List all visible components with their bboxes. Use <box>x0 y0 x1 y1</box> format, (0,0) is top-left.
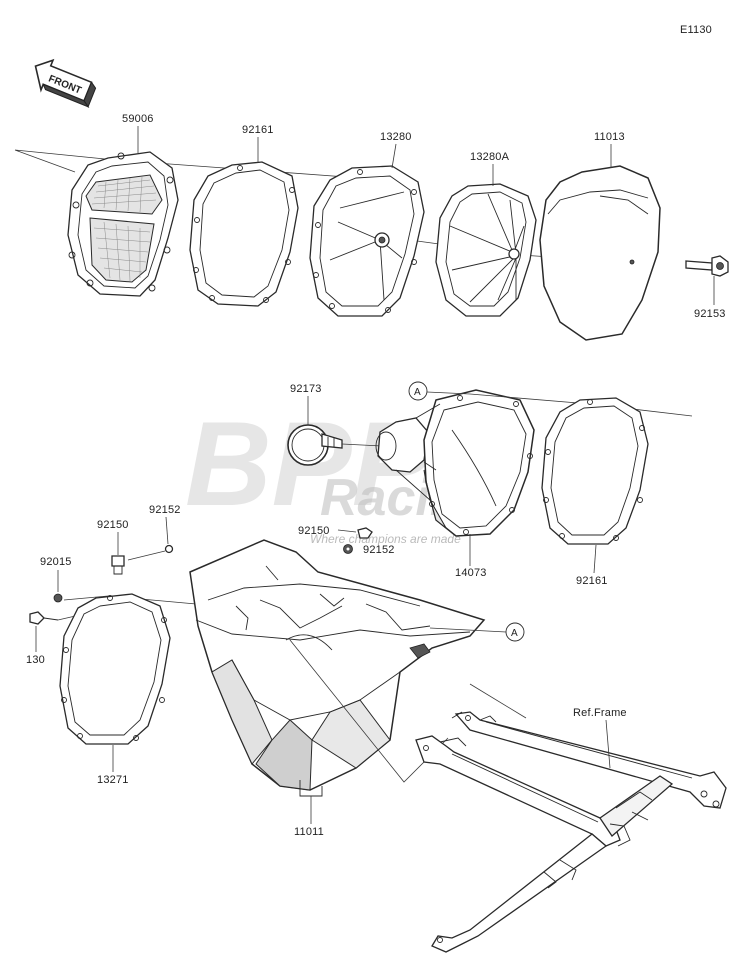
label-130: 130 <box>26 654 45 666</box>
label-92015: 92015 <box>40 556 72 568</box>
svg-text:A: A <box>511 628 518 639</box>
callout-a-bottom: A <box>505 622 525 642</box>
label-92152-b: 92152 <box>363 544 395 556</box>
callout-a-top: A <box>408 381 693 417</box>
label-14073: 14073 <box>455 567 487 579</box>
label-92161-top: 92161 <box>242 124 274 136</box>
part-ref-frame <box>415 711 727 953</box>
part-92152-washer-b <box>343 544 353 554</box>
part-14073-duct-cover <box>375 389 535 537</box>
svg-text:A: A <box>414 387 421 398</box>
label-11011: 11011 <box>294 826 324 838</box>
part-92161-gasket-mid <box>541 397 649 545</box>
part-92173-clamp <box>287 424 343 466</box>
label-92161-mid: 92161 <box>576 575 608 587</box>
part-92161-gasket-top <box>189 161 299 307</box>
part-92015-nut <box>53 593 63 603</box>
front-arrow-icon: FRONT <box>34 58 97 108</box>
label-59006: 59006 <box>122 113 154 125</box>
part-13280A-cage <box>435 183 537 317</box>
part-92152-washer-a <box>164 544 174 554</box>
part-92153-bolt <box>685 255 729 277</box>
label-92152-a: 92152 <box>149 504 181 516</box>
diagram-code: E1130 <box>680 24 712 36</box>
part-13280-holder <box>309 165 425 317</box>
part-11011-airbox <box>189 539 486 797</box>
label-13280A: 13280A <box>470 151 510 163</box>
label-13271: 13271 <box>97 774 129 786</box>
label-92173: 92173 <box>290 383 322 395</box>
assembly-line-top <box>14 149 361 179</box>
part-11013-filter <box>539 165 661 341</box>
part-92150-bolt-b <box>357 527 373 539</box>
label-92150-a: 92150 <box>97 519 129 531</box>
label-11013: 11013 <box>594 131 625 143</box>
part-92150-bolt-a <box>111 555 125 575</box>
part-130-bolt <box>29 611 59 625</box>
label-92153: 92153 <box>694 308 726 320</box>
watermark-tagline: Where champions are made <box>310 532 461 546</box>
label-13280: 13280 <box>380 131 412 143</box>
part-59006-screen <box>67 151 179 297</box>
part-13271-gasket <box>59 593 171 745</box>
label-92150-b: 92150 <box>298 525 330 537</box>
label-ref-frame: Ref.Frame <box>573 707 627 719</box>
